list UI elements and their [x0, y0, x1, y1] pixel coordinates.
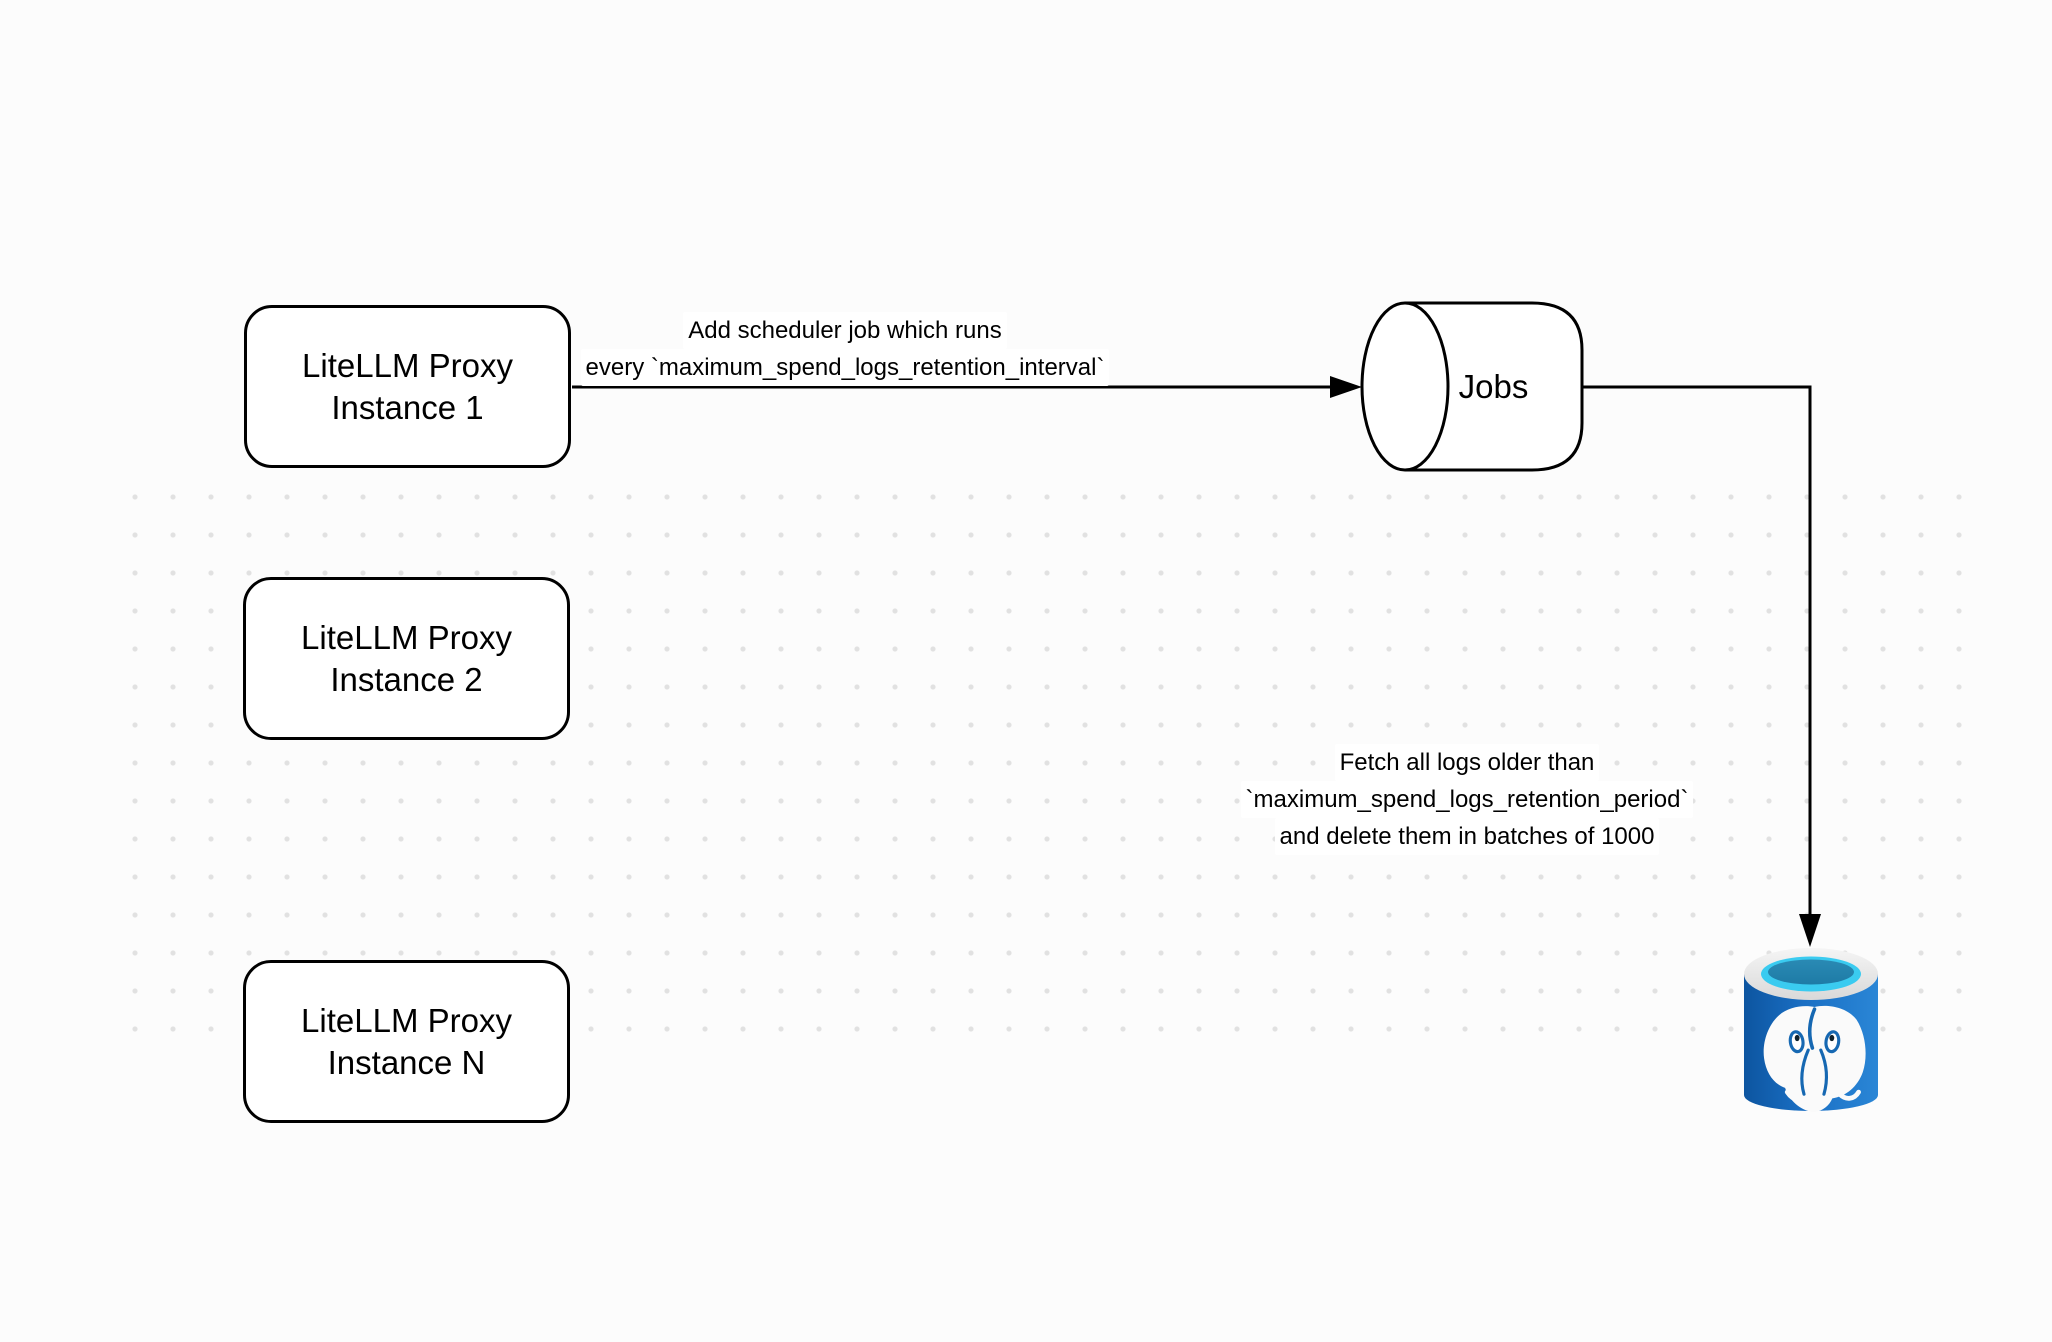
- elephant-eye-left: [1788, 1030, 1805, 1054]
- edge-label-cleanup: Fetch all logs older than `maximum_spend…: [1157, 744, 1777, 855]
- postgresql-icon: [1744, 948, 1878, 1113]
- jobs-cylinder-face: [1360, 301, 1450, 472]
- elephant-pupil-left: [1794, 1034, 1800, 1042]
- postgres-cylinder-opening-shadow: [1768, 959, 1854, 985]
- node-label-line: Instance 1: [331, 388, 484, 426]
- edge-cleanup-arrowhead: [1799, 914, 1821, 947]
- edge-label-line: Add scheduler job which runs: [683, 312, 1007, 349]
- edge-label-line: and delete them in batches of 1000: [1274, 818, 1660, 855]
- elephant-tusk-right: [1837, 1089, 1861, 1101]
- elephant-trunk-left: [1800, 1048, 1810, 1096]
- edge-label-line: Fetch all logs older than: [1334, 744, 1600, 781]
- node-label-line: LiteLLM Proxy: [302, 346, 513, 384]
- node-label-line: LiteLLM Proxy: [301, 618, 512, 656]
- elephant-pupil-right: [1829, 1034, 1835, 1042]
- node-label-line: LiteLLM Proxy: [301, 1001, 512, 1039]
- edge-label-line: `maximum_spend_logs_retention_period`: [1240, 781, 1694, 818]
- elephant-trunk-right: [1819, 1048, 1829, 1096]
- edge-cleanup-line: [1582, 385, 1812, 914]
- postgres-elephant: [1763, 1005, 1866, 1113]
- edge-scheduler-arrowhead: [1330, 376, 1362, 398]
- edge-label-scheduler: Add scheduler job which runs every `maxi…: [545, 312, 1145, 386]
- edge-label-line: every `maximum_spend_logs_retention_inte…: [580, 349, 1110, 386]
- jobs-cylinder-body: [1405, 301, 1584, 472]
- elephant-silhouette: [1763, 1005, 1866, 1113]
- elephant-eye-right: [1824, 1030, 1841, 1054]
- elephant-forehead-cleft: [1808, 1007, 1817, 1050]
- node-litellm-proxy-instance-n: LiteLLM Proxy Instance N: [243, 960, 570, 1123]
- node-litellm-proxy-instance-1: LiteLLM Proxy Instance 1: [244, 305, 571, 468]
- node-label-line: Instance 2: [330, 660, 483, 698]
- node-label-line: Instance N: [327, 1043, 486, 1081]
- elephant-tusk-left: [1784, 1089, 1812, 1103]
- node-jobs-label: Jobs: [1458, 367, 1529, 405]
- node-litellm-proxy-instance-2: LiteLLM Proxy Instance 2: [243, 577, 570, 740]
